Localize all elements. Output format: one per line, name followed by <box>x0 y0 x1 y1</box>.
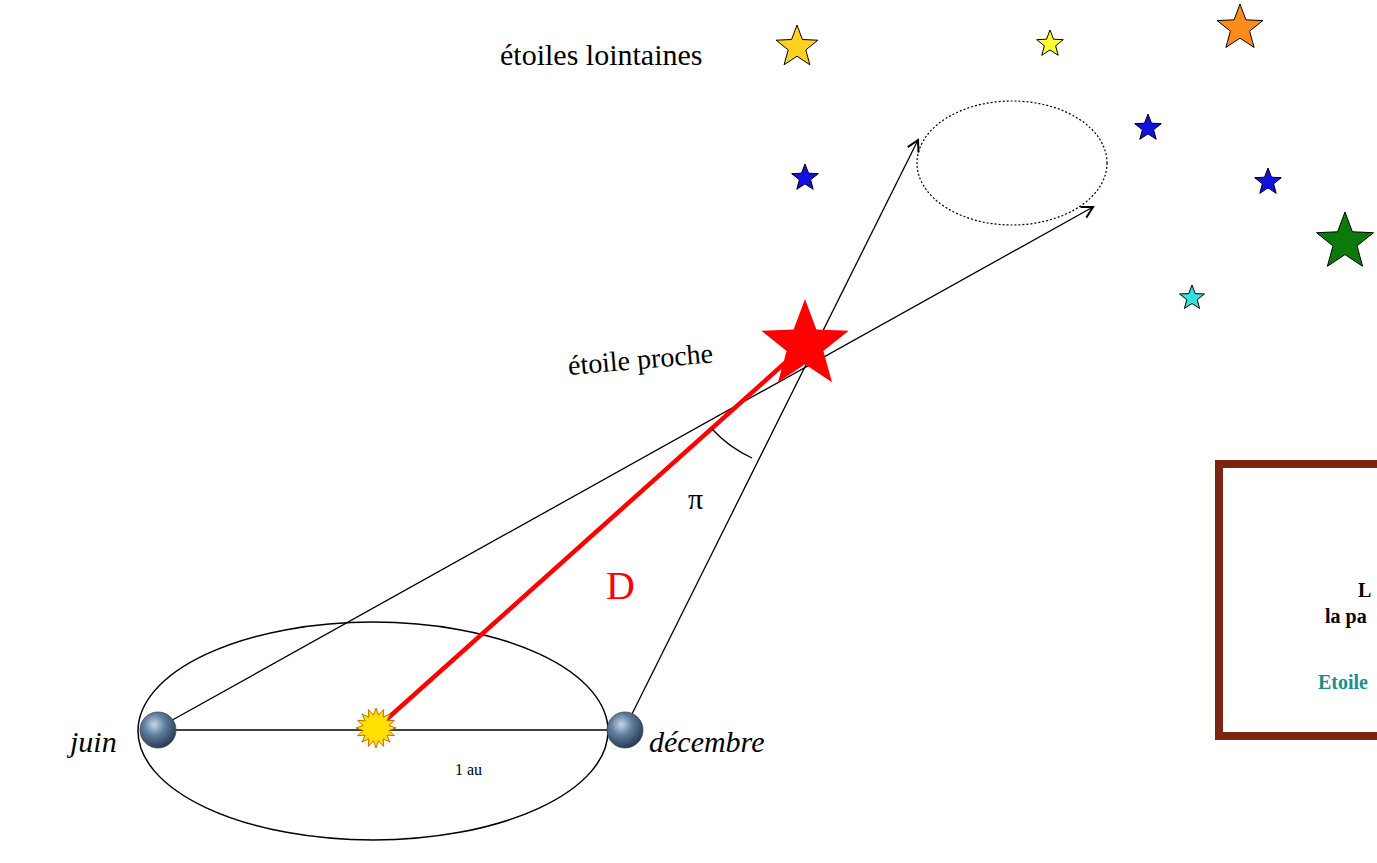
info-box: Lla pa Etoile <box>1215 460 1377 740</box>
sight-line-june <box>158 207 1093 728</box>
distant-star <box>792 164 819 189</box>
angle-label: π <box>688 484 703 514</box>
box-text: Etoile <box>1318 672 1368 692</box>
apparent-path <box>917 101 1107 225</box>
distance-label: D <box>606 566 635 606</box>
distant-star <box>776 25 818 65</box>
box-text: L <box>1358 580 1371 600</box>
distant-star <box>1037 30 1064 55</box>
diagram-label: décembre <box>649 727 765 757</box>
near-star <box>761 299 848 382</box>
box-text: la pa <box>1325 606 1367 626</box>
diagram-label: 1 au <box>455 762 482 778</box>
earth <box>607 712 643 748</box>
distance-line <box>378 345 805 727</box>
distant-star <box>1180 285 1205 309</box>
diagram-label: juin <box>70 727 117 757</box>
sight-line-december <box>625 140 918 728</box>
angle-arc <box>712 429 752 458</box>
earth <box>140 712 176 748</box>
distant-star <box>1255 168 1282 193</box>
earth-orbit <box>138 622 608 840</box>
diagram-label: étoiles lointaines <box>500 40 702 70</box>
distant-star <box>1317 212 1374 266</box>
distant-star <box>1217 4 1263 47</box>
diagram-label: étoile proche <box>567 339 714 380</box>
distant-star <box>1135 114 1162 139</box>
sun <box>356 708 396 748</box>
